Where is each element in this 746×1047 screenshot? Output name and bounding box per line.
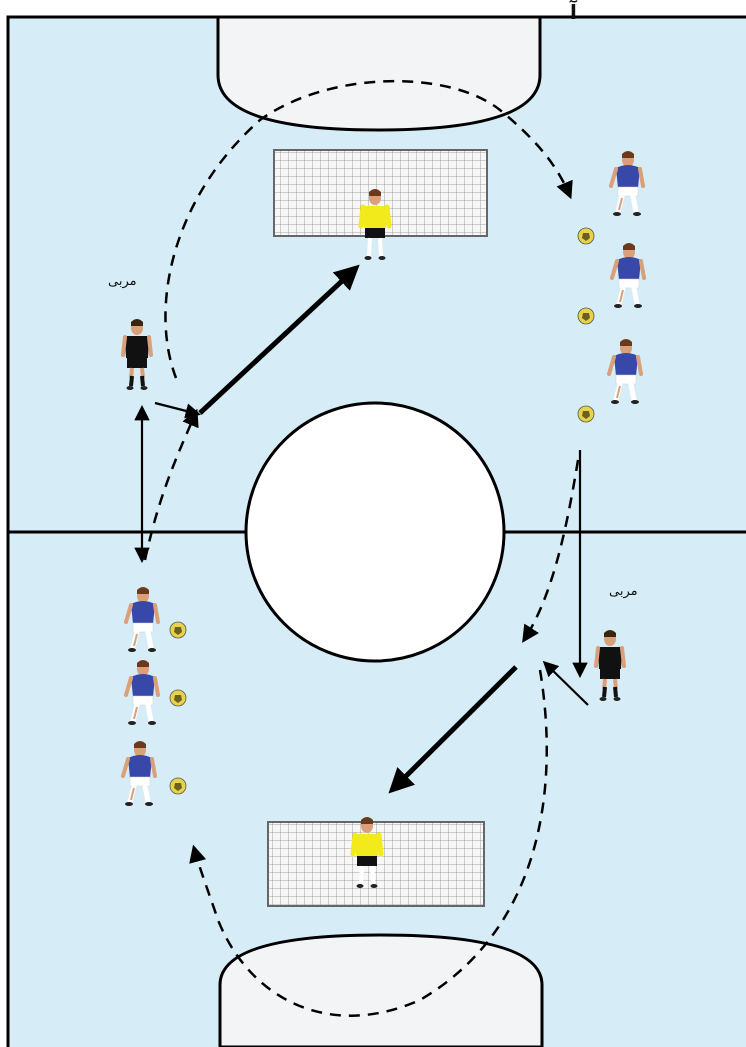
pass-arrow-bottom-coach (542, 660, 589, 706)
bottom-penalty-area (218, 933, 544, 1047)
ball-right-2 (577, 307, 595, 325)
ball-left-2 (169, 689, 187, 707)
coach-top-label: مربی (108, 274, 137, 289)
ball-right-1 (577, 227, 595, 245)
run-path-bottom-loop (189, 669, 548, 1017)
corner-mark: آ (570, 0, 577, 24)
shot-arrow-top (198, 264, 360, 415)
pass-arrow-top-coach (154, 401, 201, 419)
center-circle (244, 401, 506, 663)
ball-right-3 (577, 405, 595, 423)
coach-bottom-label: مربی (609, 584, 638, 599)
run-path-right-down (522, 459, 580, 643)
ball-left-3 (169, 777, 187, 795)
run-path-top-left (164, 79, 573, 379)
ball-left-1 (169, 621, 187, 639)
shot-arrow-bottom (388, 665, 518, 794)
top-penalty-area (216, 15, 542, 132)
run-path-bottom-left-up (143, 408, 199, 561)
